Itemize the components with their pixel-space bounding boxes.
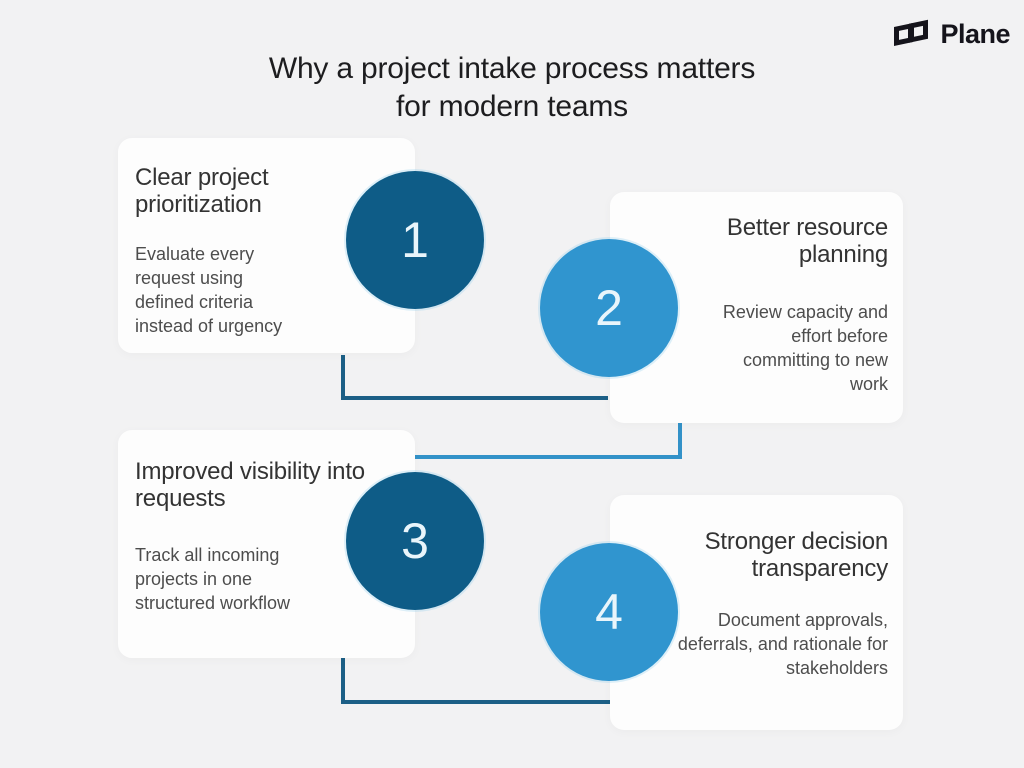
step-4-number: 4 — [595, 584, 623, 640]
step-3-heading: Improved visibility into requests — [135, 458, 365, 512]
connector-2-vertical — [678, 423, 682, 459]
step-3-number: 3 — [401, 513, 429, 569]
step-1-number: 1 — [401, 212, 429, 268]
step-1-number-circle: 1 — [346, 171, 484, 309]
step-4-body: Document approvals, deferrals, and ratio… — [677, 610, 888, 678]
plane-logo-icon — [894, 19, 929, 46]
step-2-number: 2 — [595, 280, 623, 336]
connector-2-horizontal — [415, 455, 682, 459]
step-4-heading: Stronger decision transparency — [704, 528, 889, 582]
step-4-number-circle: 4 — [540, 543, 678, 681]
connector-3-vertical — [341, 658, 345, 704]
title-line-1: Why a project intake process matters — [268, 52, 756, 85]
step-1-heading: Clear project prioritization — [135, 164, 269, 218]
page-title: Why a project intake process matters for… — [0, 50, 1024, 126]
step-3-number-circle: 3 — [346, 472, 484, 610]
step-card-3: Improved visibility into requests Track … — [118, 430, 415, 658]
step-1-body: Evaluate every request using defined cri… — [135, 244, 283, 336]
step-3-body: Track all incoming projects in one struc… — [135, 545, 291, 613]
step-2-heading: Better resource planning — [726, 214, 888, 268]
connector-3-horizontal — [341, 700, 610, 704]
brand-logo: Plane — [892, 16, 1010, 52]
brand-name: Plane — [940, 18, 1010, 49]
title-line-2: for modern teams — [396, 90, 628, 123]
connector-1-horizontal — [341, 396, 608, 400]
step-2-number-circle: 2 — [540, 239, 678, 377]
connector-1-vertical — [341, 355, 345, 400]
step-2-body: Review capacity and effort before commit… — [722, 302, 888, 394]
